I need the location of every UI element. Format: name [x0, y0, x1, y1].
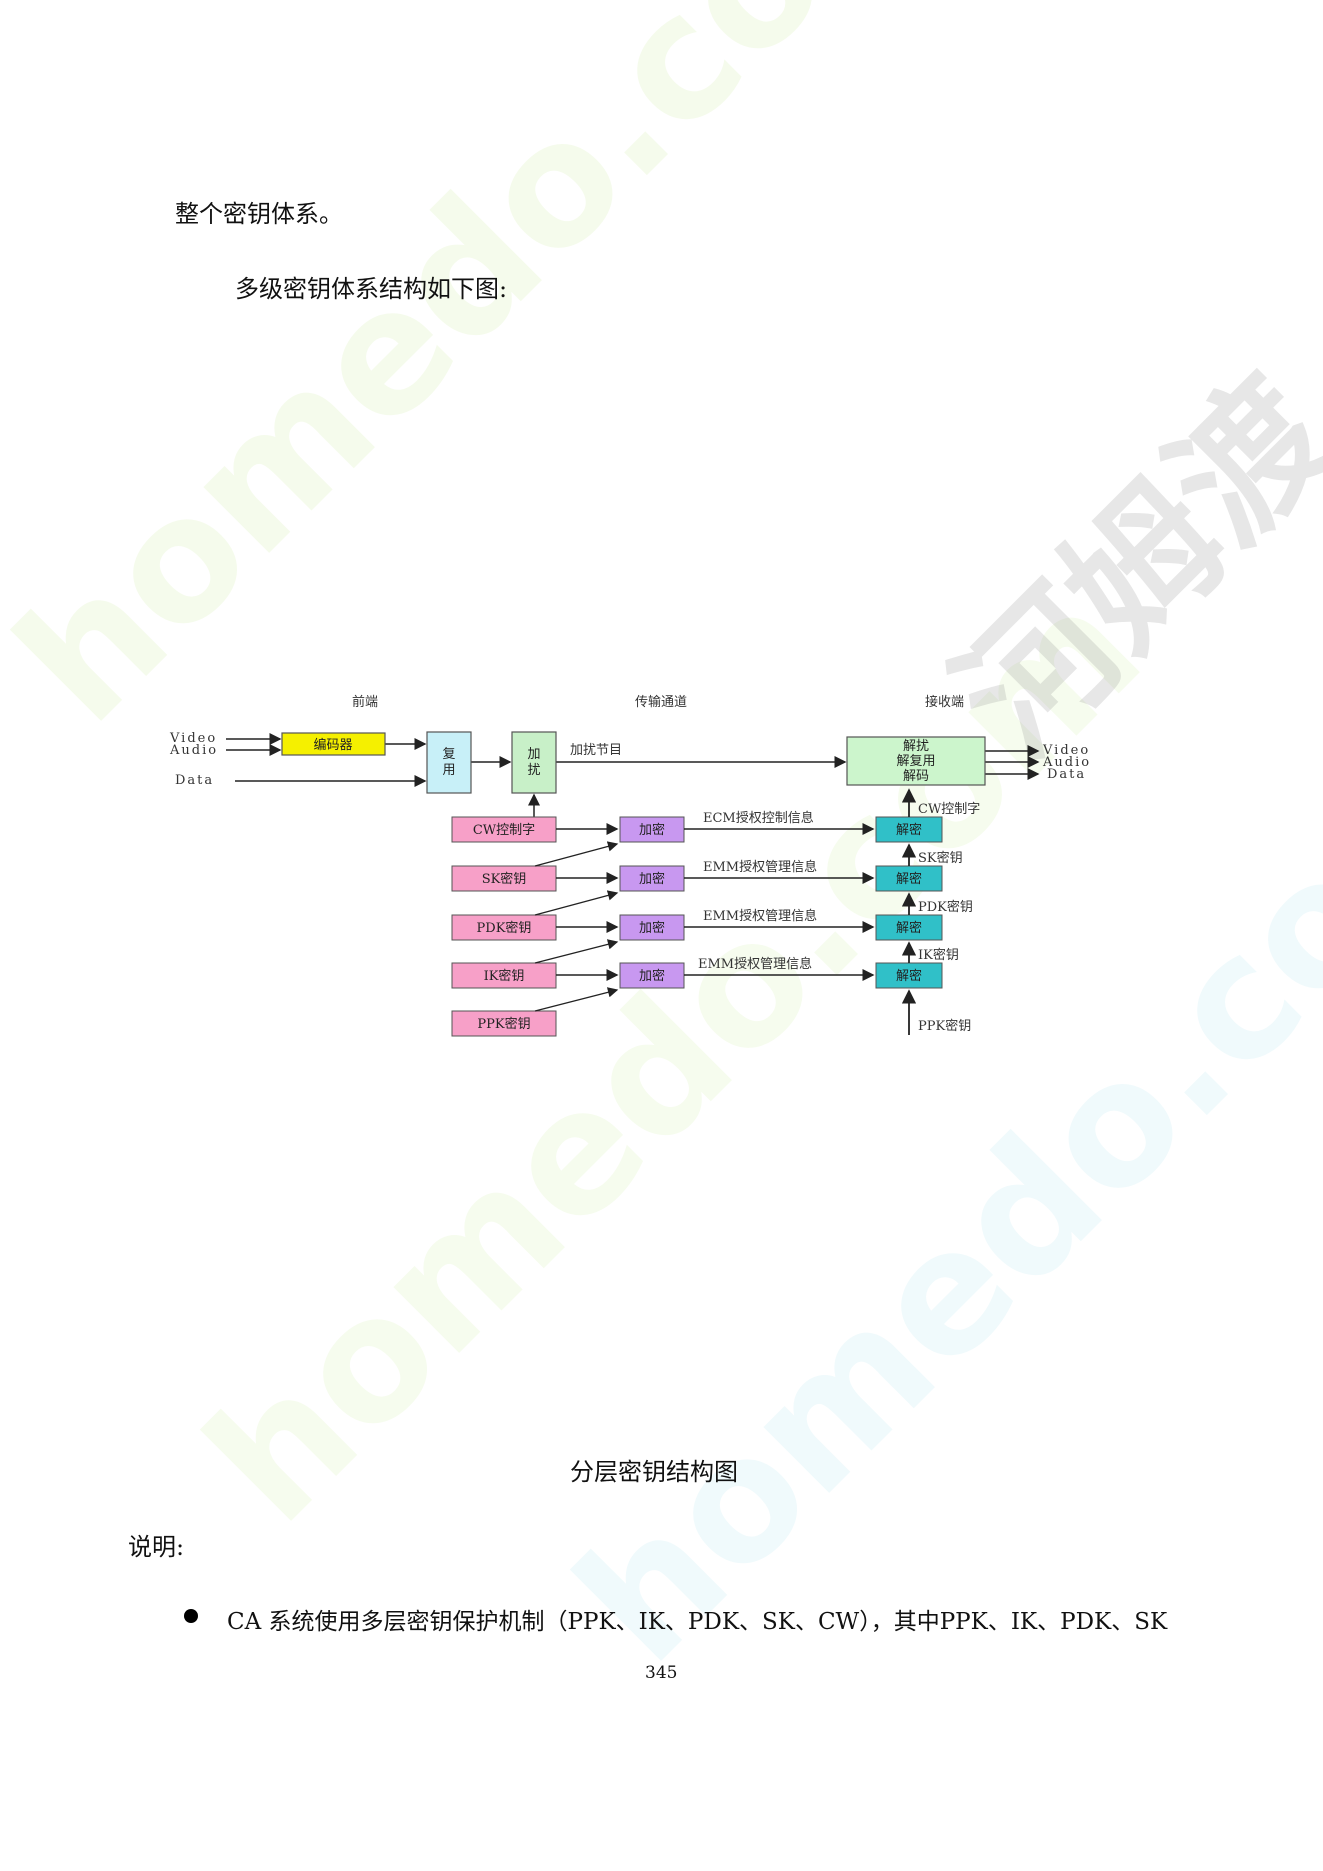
receiver-label: 解扰: [903, 739, 929, 754]
key-box: [451, 1010, 557, 1037]
output-video: Video: [1042, 743, 1090, 758]
section-channel-label: 传输通道: [635, 694, 687, 710]
key-label: SK密钥: [482, 871, 527, 887]
arrow: [534, 987, 619, 1012]
note-label: 说明:: [128, 1533, 185, 1561]
decrypt-box: [875, 962, 943, 989]
section-front-label: 前端: [352, 694, 378, 710]
chain-label: SK密钥: [918, 850, 963, 866]
arrow: [534, 890, 619, 916]
receiver-label: 解复用: [896, 754, 935, 769]
receiver-label: 解码: [903, 769, 929, 784]
mux-label: 用: [442, 763, 455, 778]
decrypt-label: 解密: [896, 920, 922, 936]
figure-caption: 分层密钥结构图: [570, 1458, 738, 1486]
message-label: EMM授权管理信息: [703, 908, 817, 924]
chain-label: IK密钥: [918, 947, 959, 963]
chain-label: PDK密钥: [918, 899, 973, 915]
key-box: [451, 865, 557, 892]
message-label: ECM授权控制信息: [703, 810, 814, 826]
key-label: PPK密钥: [477, 1016, 530, 1032]
decrypt-box: [875, 865, 943, 892]
chain-label: PPK密钥: [918, 1018, 971, 1034]
scramble-label: 扰: [527, 763, 540, 778]
section-receiver-label: 接收端: [925, 694, 964, 710]
scramble-label: 加: [527, 747, 540, 762]
encoder-box: [281, 732, 386, 756]
input-data: Data: [175, 773, 214, 788]
input-audio: Audio: [169, 743, 218, 758]
encrypt-label: 加密: [639, 822, 665, 838]
encrypt-box: [619, 865, 685, 892]
body-text-line: 多级密钥体系结构如下图:: [235, 275, 508, 303]
page-number: 345: [645, 1663, 678, 1683]
bullet-icon: [184, 1609, 198, 1623]
decrypt-label: 解密: [896, 822, 922, 838]
key-hierarchy-diagram: 前端 传输通道 接收端 Video Audio Data 编码器 复 用 加 扰…: [169, 694, 1091, 1037]
decrypt-box: [875, 914, 943, 941]
body-text-line: 整个密钥体系。: [175, 200, 343, 228]
bullet-text: CA 系统使用多层密钥保护机制（PPK、IK、PDK、SK、CW），其中PPK、…: [227, 1609, 1168, 1635]
arrow: [534, 939, 619, 964]
chain-label: CW控制字: [918, 802, 980, 817]
key-label: CW控制字: [473, 823, 535, 838]
input-video: Video: [169, 731, 217, 746]
key-label: IK密钥: [484, 968, 525, 984]
encoder-label: 编码器: [313, 738, 352, 753]
key-box: [451, 962, 557, 989]
decrypt-label: 解密: [896, 871, 922, 887]
arrow: [534, 841, 619, 867]
mux-label: 复: [442, 747, 455, 762]
receiver-box: [846, 736, 986, 786]
output-audio: Audio: [1042, 755, 1091, 770]
encrypt-box: [619, 962, 685, 989]
key-box: [451, 816, 557, 843]
message-label: EMM授权管理信息: [698, 956, 812, 972]
key-label: PDK密钥: [477, 920, 532, 936]
scramble-box: [511, 731, 557, 794]
scrambled-program-label: 加扰节目: [570, 743, 622, 758]
encrypt-label: 加密: [639, 968, 665, 984]
encrypt-label: 加密: [639, 871, 665, 887]
message-label: EMM授权管理信息: [703, 859, 817, 875]
output-data: Data: [1047, 767, 1086, 782]
mux-box: [426, 731, 472, 794]
encrypt-label: 加密: [639, 920, 665, 936]
decrypt-label: 解密: [896, 968, 922, 984]
